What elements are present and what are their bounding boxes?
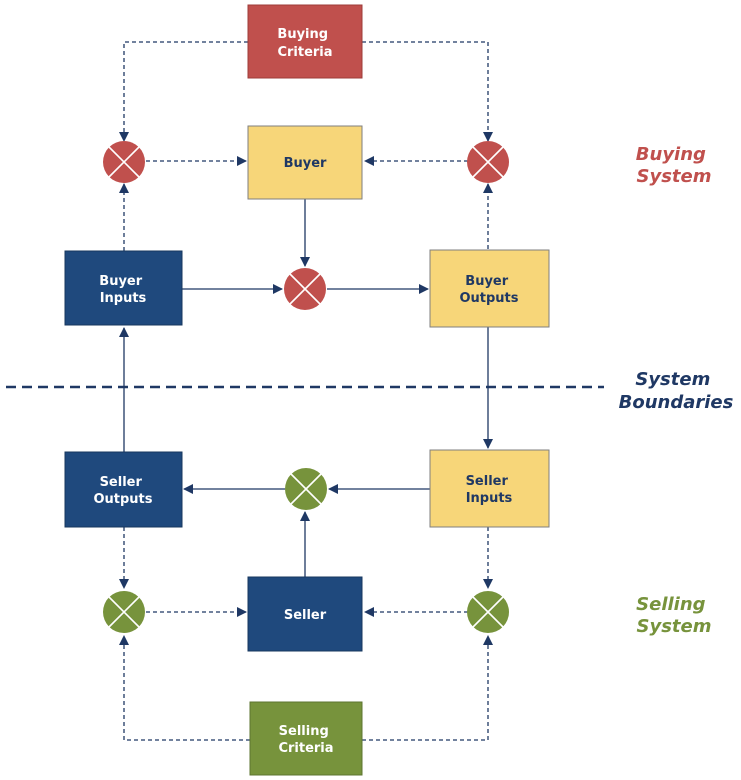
- seller-outputs-label-line1: Seller: [100, 475, 143, 490]
- seller-inputs-box: Seller Inputs: [429, 449, 550, 528]
- connector-selling-criteria-to-right-junction: [362, 635, 493, 741]
- circle-x-icon: [467, 141, 509, 183]
- buyer-outputs-label-line1: Buyer: [465, 274, 508, 289]
- buying-criteria-box: Buying Criteria: [247, 4, 363, 79]
- connectors: [119, 41, 493, 741]
- system-boundaries-label-line2: Boundaries: [619, 392, 734, 413]
- buying-system-label: Buying System: [636, 144, 712, 187]
- seller-outputs-box: Seller Outputs: [64, 451, 183, 528]
- selling-criteria-label-line2: Criteria: [278, 741, 333, 756]
- selling-system-label-line1: Selling: [636, 594, 705, 615]
- buyer-box: Buyer: [247, 125, 363, 200]
- seller-inputs-label-line1: Seller: [466, 474, 509, 489]
- connector-criteria-to-left-junction: [119, 41, 248, 142]
- connector-criteria-to-right-junction: [362, 41, 493, 142]
- buyer-outputs-label-line2: Outputs: [459, 291, 518, 306]
- buyer-inputs-label-line1: Buyer: [99, 274, 142, 289]
- circle-x-icon: [467, 591, 509, 633]
- system-boundaries-label-line1: System: [635, 369, 710, 390]
- svg-text:Seller Outputs: Seller Outputs: [93, 475, 152, 507]
- seller-label: Seller: [284, 608, 327, 623]
- svg-text:Buyer Inputs: Buyer Inputs: [99, 274, 146, 306]
- seller-outputs-label-line2: Outputs: [93, 492, 152, 507]
- svg-text:Selling Criteria: Selling Criteria: [278, 724, 333, 756]
- selling-system-label-line2: System: [637, 616, 712, 637]
- buyer-inputs-box: Buyer Inputs: [64, 250, 183, 326]
- system-boundaries-label: System Boundaries: [619, 369, 734, 413]
- svg-text:Buyer: Buyer: [284, 156, 327, 171]
- circle-x-icon: [285, 468, 327, 510]
- seller-box: Seller: [247, 576, 363, 652]
- buyer-outputs-box: Buyer Outputs: [429, 249, 550, 328]
- buyer-inputs-label-line2: Inputs: [100, 291, 147, 306]
- svg-text:Buyer Outputs: Buyer Outputs: [459, 274, 518, 306]
- buyer-label: Buyer: [284, 156, 327, 171]
- buying-criteria-label-line2: Criteria: [277, 45, 332, 60]
- selling-criteria-box: Selling Criteria: [249, 701, 363, 776]
- selling-system-label: Selling System: [636, 594, 712, 637]
- buying-criteria-label-line1: Buying: [277, 27, 328, 42]
- circle-x-icon: [103, 141, 145, 183]
- selling-criteria-label-line1: Selling: [279, 724, 329, 739]
- buying-system-label-line2: System: [637, 166, 712, 187]
- svg-text:Seller Inputs: Seller Inputs: [466, 474, 513, 506]
- seller-inputs-label-line2: Inputs: [466, 491, 513, 506]
- svg-text:Seller: Seller: [284, 608, 327, 623]
- buying-system-label-line1: Buying: [636, 144, 706, 165]
- svg-text:Buying Criteria: Buying Criteria: [277, 27, 332, 60]
- connector-selling-criteria-to-left-junction: [119, 635, 250, 741]
- circle-x-icon: [103, 591, 145, 633]
- circle-x-icon: [284, 268, 326, 310]
